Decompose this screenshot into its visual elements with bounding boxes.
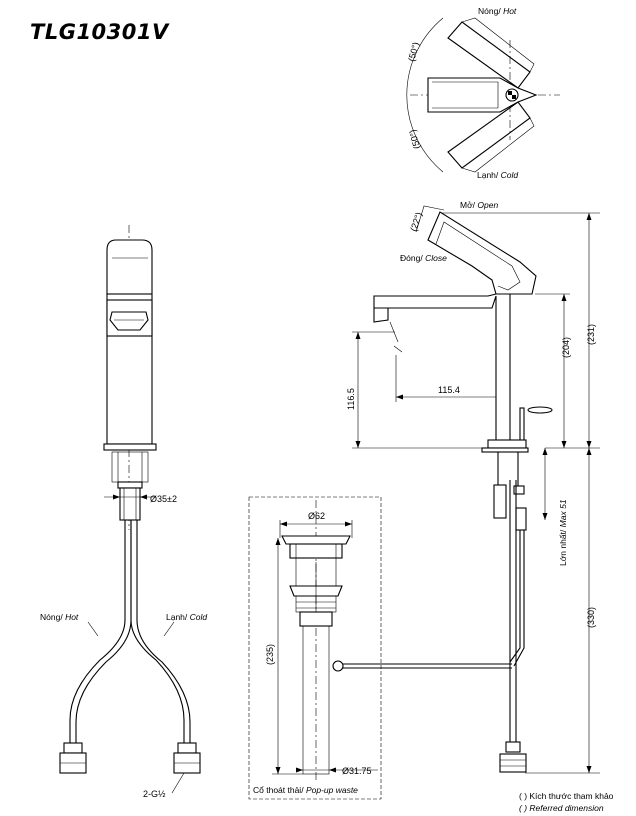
note-reference-vi: ( ) Kích thước tham khảo (519, 791, 614, 801)
svg-text:Lạnh/ Cold: Lạnh/ Cold (477, 170, 518, 180)
svg-text:Nóng/ Hot: Nóng/ Hot (478, 6, 517, 16)
max-label: Lớn nhất/ (558, 529, 568, 566)
close-label-en: Close (425, 253, 447, 263)
svg-text:Mở/ Open: Mở/ Open (460, 200, 498, 210)
dim-330: (330) (586, 607, 596, 628)
pop-up-waste: Ø62 (235) Ø31.75 Cổ thoát thải/ Pop-up w… (248, 496, 382, 800)
angle-cold: (50°) (407, 129, 422, 151)
front-cold-label: Lạnh/ (166, 612, 188, 622)
tilt-angle: (22°) (408, 211, 424, 233)
waste-caption: Cổ thoát thải/ (253, 785, 304, 795)
front-view: Ø35±2 Nóng/ Hot Lạnh/ Cold 2-G½ (40, 225, 207, 799)
dim-204: (204) (561, 337, 571, 358)
svg-text:Đóng/ Close: Đóng/ Close (400, 253, 447, 263)
top-cold-label-en: Cold (501, 170, 519, 180)
open-label: Mở/ (460, 200, 476, 210)
top-hot-label: Nóng/ (478, 6, 501, 16)
max-label-en: Max 51 (558, 499, 568, 527)
close-label: Đóng/ (400, 253, 423, 263)
svg-text:Lạnh/ Cold: Lạnh/ Cold (166, 612, 207, 622)
front-cold-label-en: Cold (190, 612, 208, 622)
waste-pipe-dia: Ø31.75 (342, 766, 372, 776)
svg-text:Lớn nhất/ Max 51: Lớn nhất/ Max 51 (558, 499, 568, 566)
svg-text:Nóng/ Hot: Nóng/ Hot (40, 612, 79, 622)
front-hot-label: Nóng/ (40, 612, 63, 622)
dim-231: (231) (586, 324, 596, 345)
front-hot-label-en: Hot (65, 612, 79, 622)
waste-caption-en: Pop-up waste (306, 785, 358, 795)
top-hot-label-en: Hot (503, 6, 517, 16)
model-number: TLG10301V (30, 20, 169, 44)
waste-top-dia: Ø62 (308, 511, 325, 521)
top-view: Nóng/ Hot Lạnh/ Cold (50°) (50°) (406, 6, 560, 180)
mount-dia: Ø35±2 (150, 494, 177, 504)
connection-size: 2-G½ (143, 789, 166, 799)
waste-length: (235) (265, 644, 275, 665)
side-view: (231) (204) (330) Lớn nhất/ Max 51 116.5… (332, 200, 600, 774)
svg-text:Cổ thoát thải/ Pop-up waste: Cổ thoát thải/ Pop-up waste (253, 785, 358, 795)
angle-hot: (50°) (406, 41, 421, 63)
dim-115-4: 115.4 (438, 385, 460, 395)
open-label-en: Open (477, 200, 498, 210)
top-cold-label: Lạnh/ (477, 170, 499, 180)
note-reference-en: ( ) Referred dimension (519, 803, 604, 813)
dim-116-5: 116.5 (346, 388, 356, 410)
